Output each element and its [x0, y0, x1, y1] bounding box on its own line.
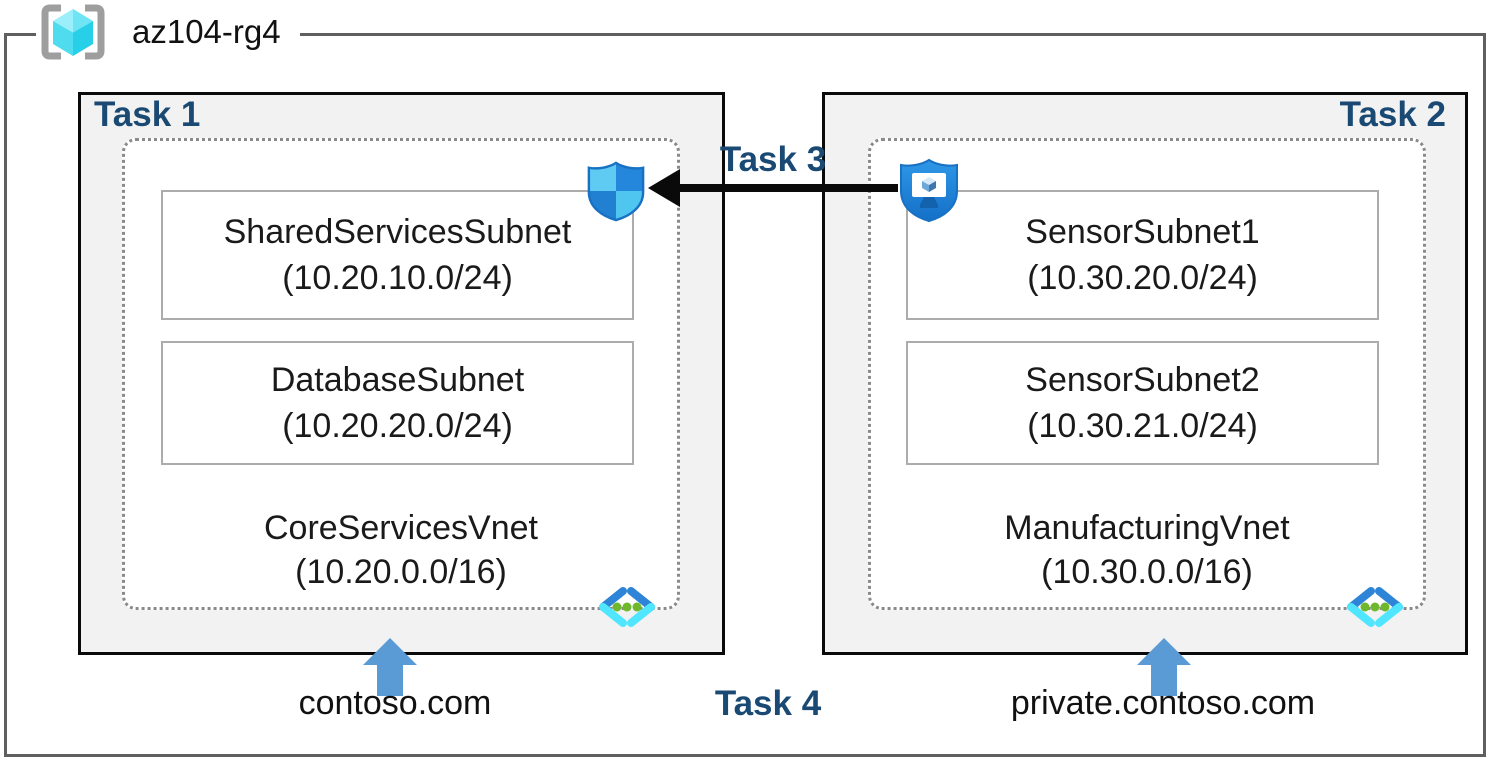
subnet-box-sensor2: SensorSubnet2 (10.30.21.0/24) [906, 341, 1379, 465]
resource-group-icon [41, 4, 105, 60]
subnet-name: SensorSubnet2 [1025, 361, 1260, 399]
vnet-cidr: (10.30.0.0/16) [1041, 553, 1253, 591]
vnet-name: CoreServicesVnet [263, 509, 538, 547]
subnet-box-database: DatabaseSubnet (10.20.20.0/24) [161, 341, 634, 465]
subnet-cidr: (10.30.21.0/24) [1027, 407, 1258, 445]
task4-label: Task 4 [714, 684, 822, 723]
subnet-name: SharedServicesSubnet [223, 213, 572, 251]
up-arrow-icon [1137, 638, 1191, 696]
peering-arrow-head [648, 169, 680, 207]
virtual-network-icon [599, 587, 655, 627]
subnet-cidr: (10.20.10.0/24) [282, 259, 513, 297]
manufacturing-vnet-label: ManufacturingVnet (10.30.0.0/16) [868, 506, 1426, 594]
task3-label: Task 3 [719, 140, 827, 179]
coreservices-vnet-label: CoreServicesVnet (10.20.0.0/16) [122, 506, 680, 594]
vnet-cidr: (10.20.0.0/16) [295, 553, 507, 591]
up-arrow-icon [363, 638, 417, 696]
network-security-group-shield-icon [587, 161, 645, 222]
virtual-network-icon [1347, 587, 1403, 627]
resource-group-boundary [4, 33, 1486, 757]
resource-group-header: az104-rg4 [36, 0, 300, 64]
subnet-cidr: (10.30.20.0/24) [1027, 259, 1258, 297]
vnet-name: ManufacturingVnet [1004, 509, 1290, 547]
subnet-name: DatabaseSubnet [270, 361, 525, 399]
dns-zone-label: private.contoso.com [1010, 684, 1316, 722]
task2-label: Task 2 [1339, 95, 1446, 134]
dns-zone-label: contoso.com [298, 684, 492, 722]
bastion-shield-icon [900, 158, 958, 223]
peering-arrow-line [680, 184, 898, 192]
subnet-box-sharedservices: SharedServicesSubnet (10.20.10.0/24) [161, 190, 634, 320]
subnet-name: SensorSubnet1 [1025, 213, 1260, 251]
subnet-cidr: (10.20.20.0/24) [282, 407, 513, 445]
resource-group-name: az104-rg4 [132, 13, 281, 50]
task1-label: Task 1 [94, 95, 201, 134]
subnet-box-sensor1: SensorSubnet1 (10.30.20.0/24) [906, 190, 1379, 320]
